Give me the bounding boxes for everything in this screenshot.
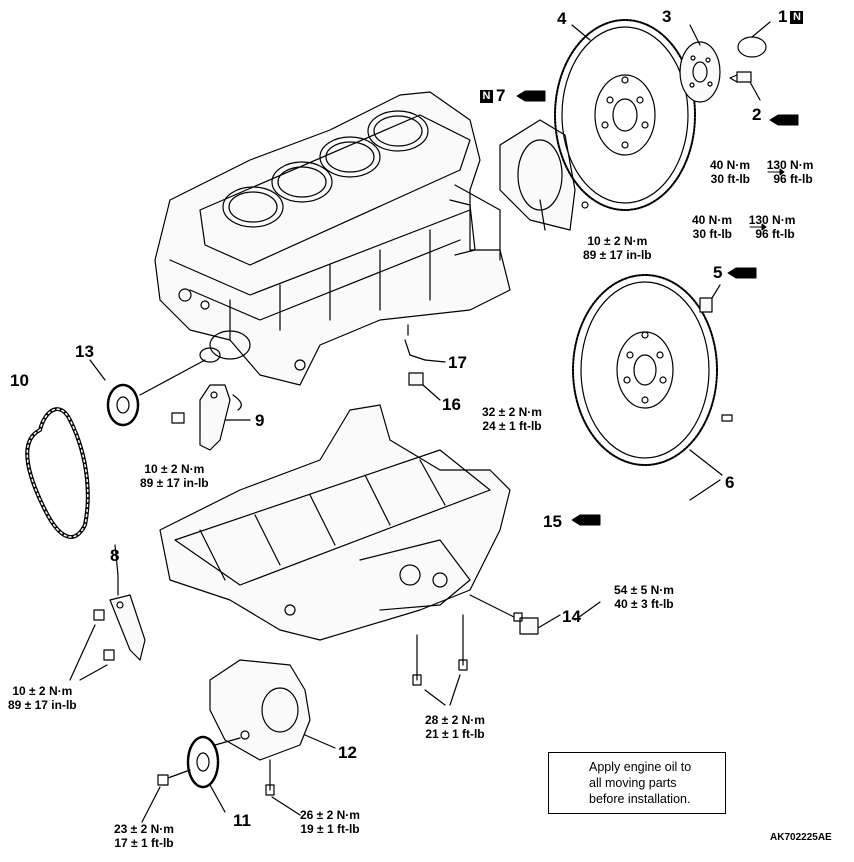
oil-pump-12-drawing: [209, 659, 336, 761]
torque-item9: 10 ± 2 N·m 89 ± 17 in-lb: [140, 462, 209, 490]
lubrication-note: Apply engine oil to all moving parts bef…: [548, 752, 726, 814]
torque-item14: 54 ± 5 N·m 40 ± 3 ft-lb: [614, 583, 674, 611]
part-label-10: 10: [10, 371, 29, 390]
oil-filter-bracket-14-drawing: [469, 594, 561, 635]
bolt-5-drawing: [699, 284, 721, 313]
part-label-9: 9: [255, 411, 265, 430]
flywheel-4-drawing: [554, 19, 696, 211]
ladder-bolts-drawing: [412, 614, 468, 706]
part-label-11: 11: [233, 811, 251, 830]
o-ring-1-drawing: [737, 21, 771, 58]
torque-flywheel-b: 40 N·m 130 N·m 30 ft-lb 96 ft-lb: [692, 213, 796, 241]
torque-flywheel-a: 40 N·m 130 N·m 30 ft-lb 96 ft-lb: [710, 158, 814, 186]
part-label-8: 8: [110, 546, 120, 565]
adapter-3-drawing: [679, 41, 721, 103]
torque-arrows: [749, 168, 785, 231]
pin-17-drawing: [404, 324, 446, 363]
torque-gear-bolt: 23 ± 2 N·m 17 ± 1 ft-lb: [114, 822, 174, 850]
crank-sprocket-drawing: [89, 359, 206, 427]
pump-gear-11-drawing: [186, 735, 241, 813]
n-badge-7: N: [480, 90, 493, 104]
pump-bolt-drawing: [265, 759, 301, 816]
part-label-5: 5: [713, 263, 723, 282]
part-label-13: 13: [75, 342, 94, 361]
leader-lines: [114, 24, 721, 621]
torque-pump-bolt: 26 ± 2 N·m 19 ± 1 ft-lb: [300, 808, 360, 836]
rear-plate-drawing: [499, 119, 589, 231]
oil-arrows: [516, 90, 799, 526]
chain-guide-9-drawing: [171, 384, 251, 451]
flywheel-6-drawing: [572, 274, 733, 476]
timing-chain-drawing: [25, 407, 90, 539]
part-label-2: 2: [752, 105, 762, 124]
torque-ladder-bolts: 28 ± 2 N·m 21 ± 1 ft-lb: [425, 713, 485, 741]
bolt-16-drawing: [408, 372, 441, 401]
lower-crankcase-drawing: [159, 404, 511, 641]
part-label-12: 12: [338, 743, 357, 762]
part-label-3: 3: [662, 7, 672, 26]
part-label-15: 15: [543, 512, 562, 531]
part-label-4: 4: [557, 9, 567, 28]
part-label-14: 14: [562, 607, 581, 626]
tensioner-8-drawing: [69, 574, 146, 681]
cylinder-block-drawing: [154, 91, 511, 386]
part-label-6: 6: [725, 473, 735, 492]
part-label-16: 16: [442, 395, 461, 414]
torque-item16: 32 ± 2 N·m 24 ± 1 ft-lb: [482, 405, 542, 433]
bolt-2-drawing: [729, 71, 761, 101]
figure-code: AK702225AE: [770, 832, 832, 843]
part-label-17: 17: [448, 353, 467, 372]
note-text: Apply engine oil to all moving parts bef…: [589, 760, 692, 806]
torque-rear-plate: 10 ± 2 N·m 89 ± 17 in-lb: [583, 234, 652, 262]
gear-bolt-drawing: [141, 769, 191, 823]
n-badge-1: N: [790, 11, 804, 25]
torque-item8: 10 ± 2 N·m 89 ± 17 in-lb: [8, 684, 77, 712]
